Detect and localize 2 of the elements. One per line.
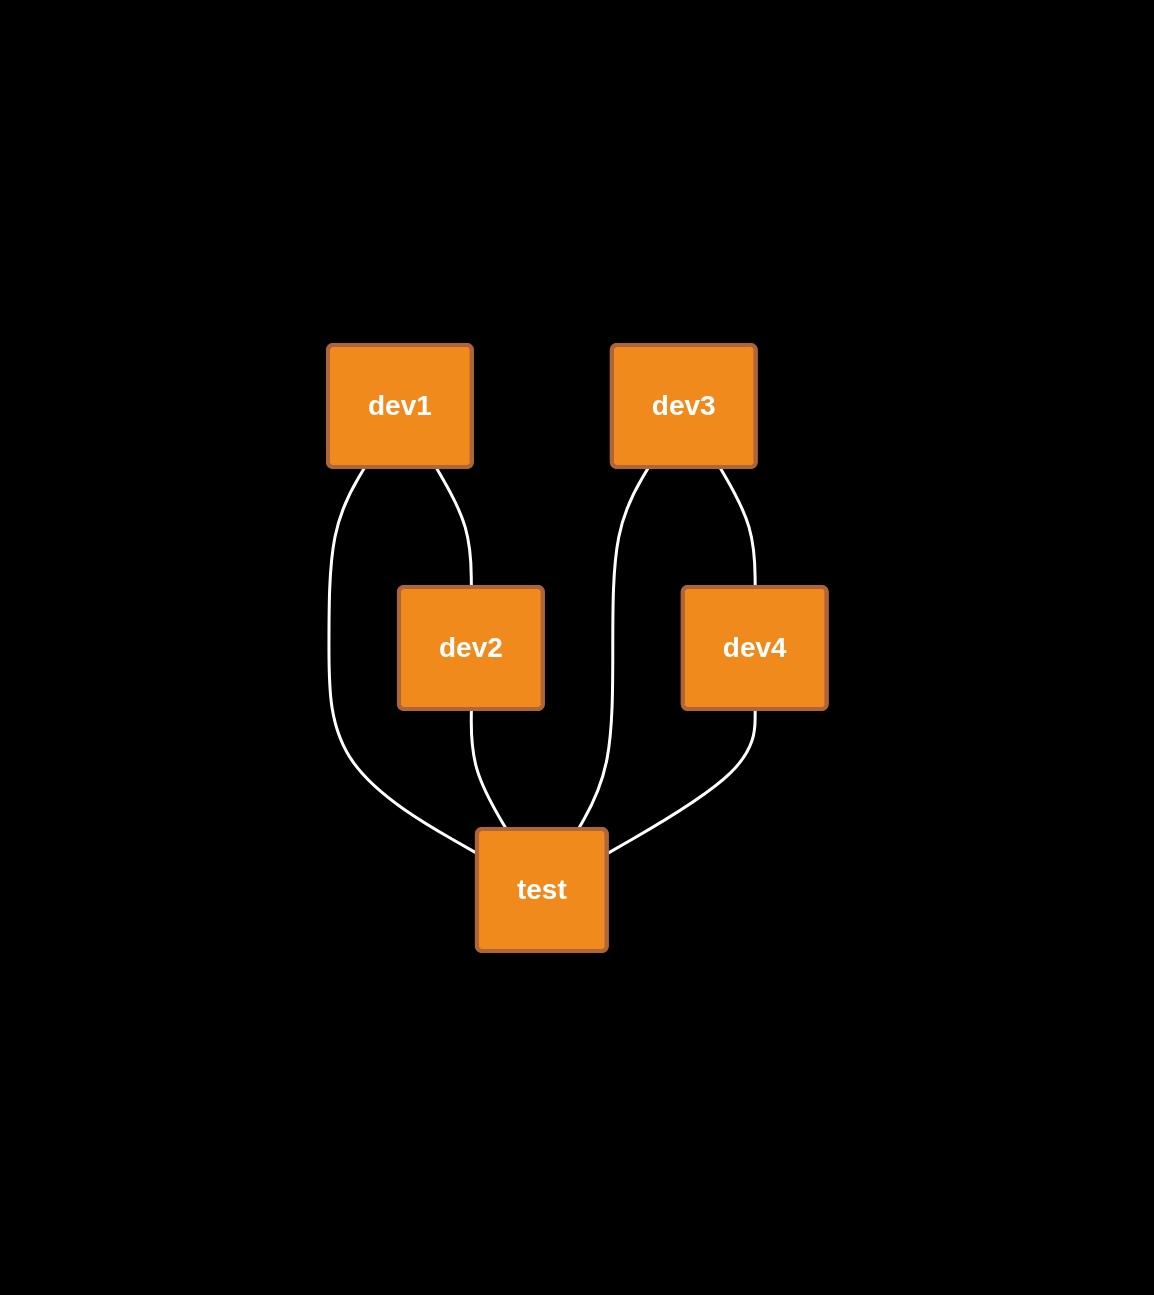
- connector: [718, 466, 757, 587]
- connector: [434, 466, 473, 587]
